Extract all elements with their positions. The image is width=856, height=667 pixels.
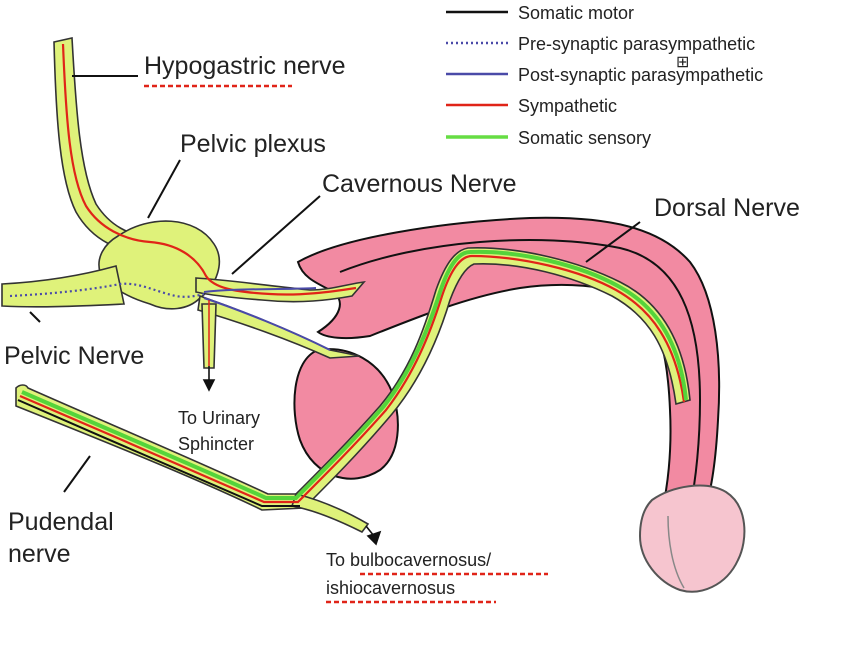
pudendal-leader [63,455,91,493]
leader-lines [29,75,641,493]
legend: Somatic motor Pre-synaptic parasympathet… [446,3,763,148]
legend-label-somatic-sensory: Somatic sensory [518,128,651,148]
post-synaptic-line [203,287,331,351]
label-bulbo-1: To bulbocavernosus/ [326,550,491,570]
label-pudendal-1: Pudendal [8,508,114,536]
arrows [202,366,382,546]
label-pelvic-plexus: Pelvic plexus [180,130,326,158]
label-pudendal-2: nerve [8,540,71,568]
legend-label-pre-synaptic: Pre-synaptic parasympathetic [518,34,755,54]
sympathetic-line-hypogastric [61,43,357,296]
legend-label-somatic-motor: Somatic motor [518,3,634,23]
fibre-lines [9,43,688,507]
glans-inner [667,515,685,589]
labels: Hypogastric nerve Pelvic plexus Cavernou… [4,52,800,604]
dorsal-leader [585,221,641,263]
sympathetic-line-pudendal [19,254,686,504]
label-pelvic-nerve: Pelvic Nerve [4,342,144,370]
glans-shape [638,484,746,593]
plus-icon[interactable]: ⊞ [676,54,689,71]
urinary-arrow-head [202,379,216,392]
shaft-shape [296,216,721,520]
pudendal-dorsal-band [15,247,691,511]
penile-tissue [293,216,746,593]
label-urinary-1: To Urinary [178,408,260,428]
bulbo-arrow-head [366,530,382,546]
cavernous-leader [231,195,321,275]
hypogastric-nerve-band [53,37,151,253]
legend-label-sympathetic: Sympathetic [518,96,617,116]
label-bulbo-2: ishiocavernosus [326,578,455,598]
pelvic-leader [29,311,41,323]
label-urinary-2: Sphincter [178,434,254,454]
label-cavernous: Cavernous Nerve [322,170,517,198]
label-hypogastric: Hypogastric nerve [144,52,345,80]
bulbo-branch-band [290,493,370,534]
sensory-line-pudendal [21,249,688,500]
pre-synaptic-line [9,282,205,298]
plexus-leader [147,159,181,219]
bulb-shape [293,348,399,480]
label-dorsal: Dorsal Nerve [654,194,800,222]
motor-line-pudendal [17,399,300,507]
legend-label-post-synaptic: Post-synaptic parasympathetic [518,65,763,85]
pelvic-nerve-band [1,265,125,308]
corpus-line [339,239,702,509]
